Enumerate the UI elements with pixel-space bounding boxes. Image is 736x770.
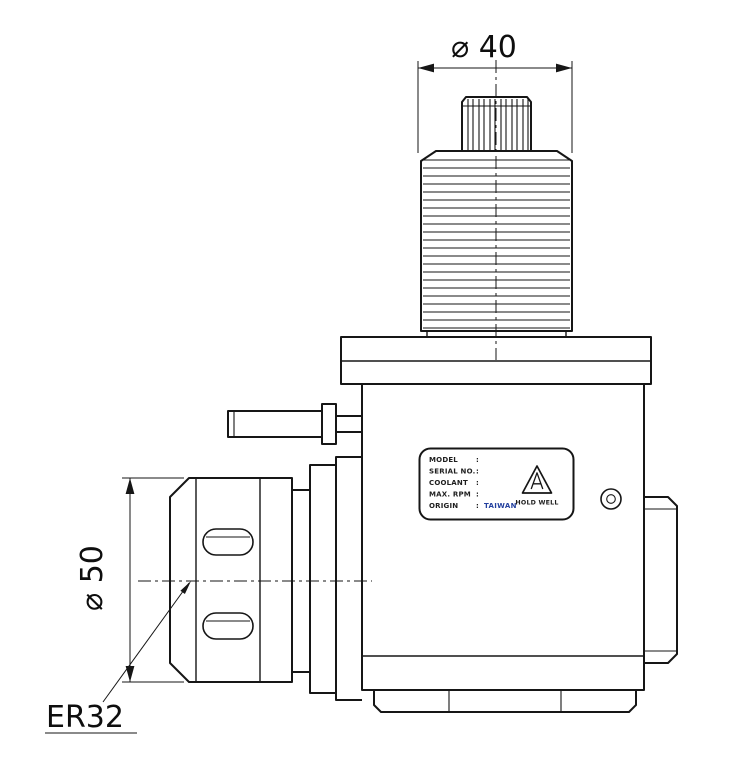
dim-collet-diameter-text: ⌀ 50 bbox=[75, 545, 110, 611]
set-screw-outer bbox=[600, 488, 622, 510]
collet-nut-band-lines bbox=[195, 478, 261, 682]
thread-crest-lines bbox=[423, 159, 570, 329]
er32-leader-line bbox=[102, 582, 190, 703]
bottom-plate-outline bbox=[373, 690, 637, 713]
collet-nut-outline bbox=[169, 477, 293, 683]
gearbox-body bbox=[361, 383, 645, 691]
er32-leader-arrow bbox=[180, 581, 191, 594]
er32-callout: ER32 bbox=[45, 581, 191, 735]
plate-brand-text: HOLD WELL bbox=[515, 500, 558, 507]
bottom-plate-seams bbox=[448, 690, 562, 712]
bottom-plate bbox=[373, 690, 637, 713]
brand-logo-letter bbox=[530, 472, 544, 490]
dim-top-arrow-right bbox=[556, 63, 572, 73]
side-boss-outline bbox=[644, 496, 678, 664]
dim-collet-arrow-top bbox=[125, 478, 135, 494]
plate-row-origin: ORIGIN bbox=[429, 502, 458, 510]
top-flange bbox=[340, 336, 652, 385]
brand-logo-icon bbox=[521, 465, 553, 494]
spline-shaft-outline bbox=[461, 96, 532, 151]
dim-top-diameter-text: ⌀ 40 bbox=[451, 30, 517, 65]
side-boss-chamfer-lines bbox=[644, 508, 677, 652]
body-outline bbox=[361, 383, 645, 691]
thread-outline bbox=[420, 150, 573, 332]
er-collet-nut bbox=[169, 477, 293, 683]
pin-outline bbox=[227, 410, 322, 438]
plate-colon-4: : bbox=[476, 491, 479, 499]
dim-collet-diameter: ⌀ 50 bbox=[75, 477, 184, 683]
plate-row-model: MODEL bbox=[429, 456, 458, 464]
collet-nut-slot-lines bbox=[206, 536, 250, 622]
plate-row-serial: SERIAL NO. bbox=[429, 468, 475, 476]
spline-shaft bbox=[461, 96, 532, 151]
collet-nut-slot-bottom bbox=[202, 612, 254, 640]
set-screw bbox=[600, 488, 622, 510]
name-plate: MODEL SERIAL NO. COOLANT MAX. RPM ORIGIN… bbox=[418, 447, 575, 521]
spline-teeth-lines bbox=[467, 99, 529, 151]
dim-top-arrow-left bbox=[418, 63, 434, 73]
plate-colon-1: : bbox=[476, 456, 479, 464]
dim-top-diameter: ⌀ 40 bbox=[417, 30, 573, 153]
collet-nut-slot-top bbox=[202, 528, 254, 556]
plate-row-maxrpm: MAX. RPM bbox=[429, 491, 471, 499]
plate-origin-value: TAIWAN bbox=[484, 502, 517, 510]
housing-step-middle bbox=[309, 464, 336, 694]
plate-row-coolant: COOLANT bbox=[429, 479, 468, 487]
plate-colon-2: : bbox=[476, 468, 479, 476]
spindle-housing bbox=[291, 456, 362, 701]
coolant-pin bbox=[227, 403, 362, 445]
pin-collar bbox=[321, 403, 337, 445]
pin-stub-lines bbox=[336, 415, 362, 433]
dim-collet-lines bbox=[122, 477, 184, 683]
housing-step-outer bbox=[335, 456, 362, 701]
side-boss bbox=[644, 496, 678, 664]
centerlines bbox=[138, 60, 497, 582]
plate-colon-5: : bbox=[476, 502, 479, 510]
dim-top-extension-lines bbox=[417, 61, 573, 153]
set-screw-socket bbox=[606, 494, 616, 504]
er32-label: ER32 bbox=[46, 700, 124, 735]
name-plate-border bbox=[418, 447, 575, 521]
plate-colon-3: : bbox=[476, 479, 479, 487]
dim-collet-arrow-bottom bbox=[125, 666, 135, 682]
